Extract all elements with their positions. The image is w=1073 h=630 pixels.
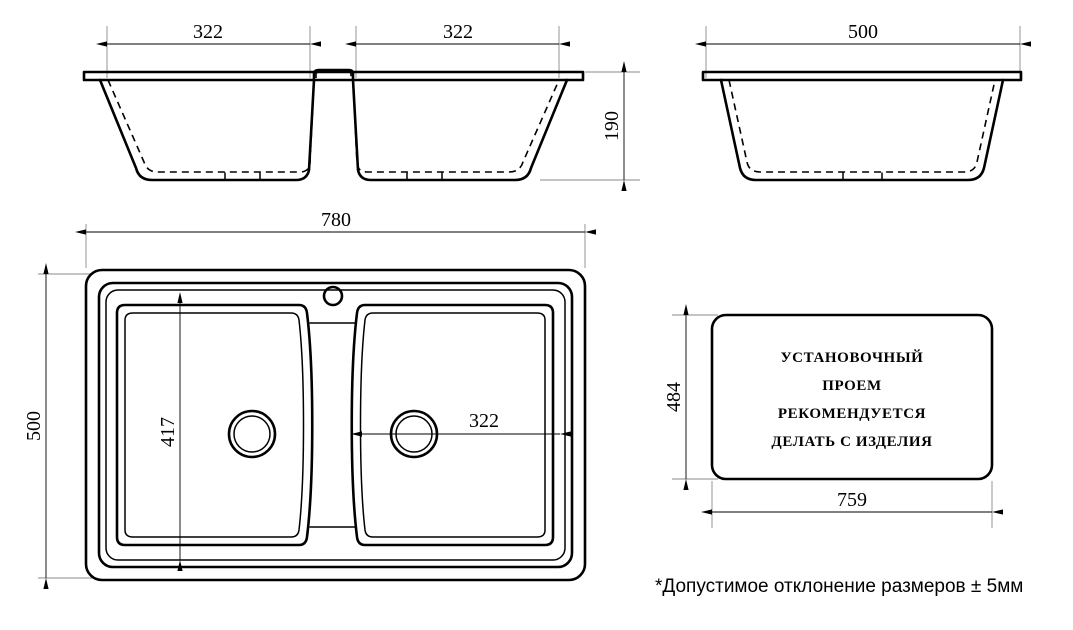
cutout-view: 484 УСТАНОВОЧНЫЙ ПРОЕМ РЕКОМЕНДУЕТСЯ ДЕЛ… <box>663 304 1003 528</box>
dimension-label-bowl-width: 322 <box>469 410 499 432</box>
dimension-label-cutout-width: 759 <box>837 489 867 511</box>
side-section-rim <box>701 70 1023 82</box>
cutout-text-line-4: ДЕЛАТЬ С ИЗДЕЛИЯ <box>771 434 932 450</box>
plan-view: 780 500 <box>23 209 596 589</box>
dimension-label-front-depth: 190 <box>601 111 623 141</box>
front-section-right-bowl <box>351 78 569 182</box>
drain-ring-icon-left-outer <box>227 409 277 459</box>
dimension-label-plan-depth: 500 <box>23 411 45 441</box>
front-section-rim <box>82 70 585 82</box>
side-section-bowl-inner <box>728 79 996 173</box>
plan-right-bowl-floor <box>359 312 546 538</box>
plan-rim-groove-inner <box>105 289 566 561</box>
plan-left-bowl-opening <box>115 303 314 547</box>
plan-right-bowl-opening <box>350 303 555 547</box>
dimension-label-bowl-height: 417 <box>157 417 179 447</box>
cutout-rectangle <box>710 313 994 481</box>
dimension-label-front-right-bowl: 322 <box>443 21 473 43</box>
front-section-divider-cap <box>312 68 355 82</box>
dimension-label-plan-width: 780 <box>321 209 351 231</box>
side-section-bowl <box>719 78 1005 182</box>
front-section-divider-cap-inner <box>315 71 352 78</box>
faucet-hole-icon <box>322 285 344 307</box>
side-section-view: 500 <box>695 21 1031 182</box>
tolerance-footnote: *Допустимое отклонение размеров ± 5мм <box>655 576 1023 597</box>
drain-ring-icon-left-inner <box>233 415 271 453</box>
front-section-view: 322 322 190 <box>82 21 640 191</box>
plan-rim-groove-outer <box>97 281 574 569</box>
cutout-text-line-2: ПРОЕМ <box>822 378 882 394</box>
dimension-label-cutout-height: 484 <box>663 382 685 412</box>
plan-outer-body <box>84 268 587 582</box>
dimension-label-side-width: 500 <box>848 21 878 43</box>
front-section-right-bowl-inner <box>352 79 560 173</box>
dimension-label-front-left-bowl: 322 <box>193 21 223 43</box>
cutout-text-line-3: РЕКОМЕНДУЕТСЯ <box>778 406 926 422</box>
cutout-text-line-1: УСТАНОВОЧНЫЙ <box>781 349 924 366</box>
front-section-left-bowl <box>98 78 316 182</box>
front-section-left-bowl-inner <box>107 79 315 173</box>
plan-left-bowl-floor <box>124 312 305 538</box>
